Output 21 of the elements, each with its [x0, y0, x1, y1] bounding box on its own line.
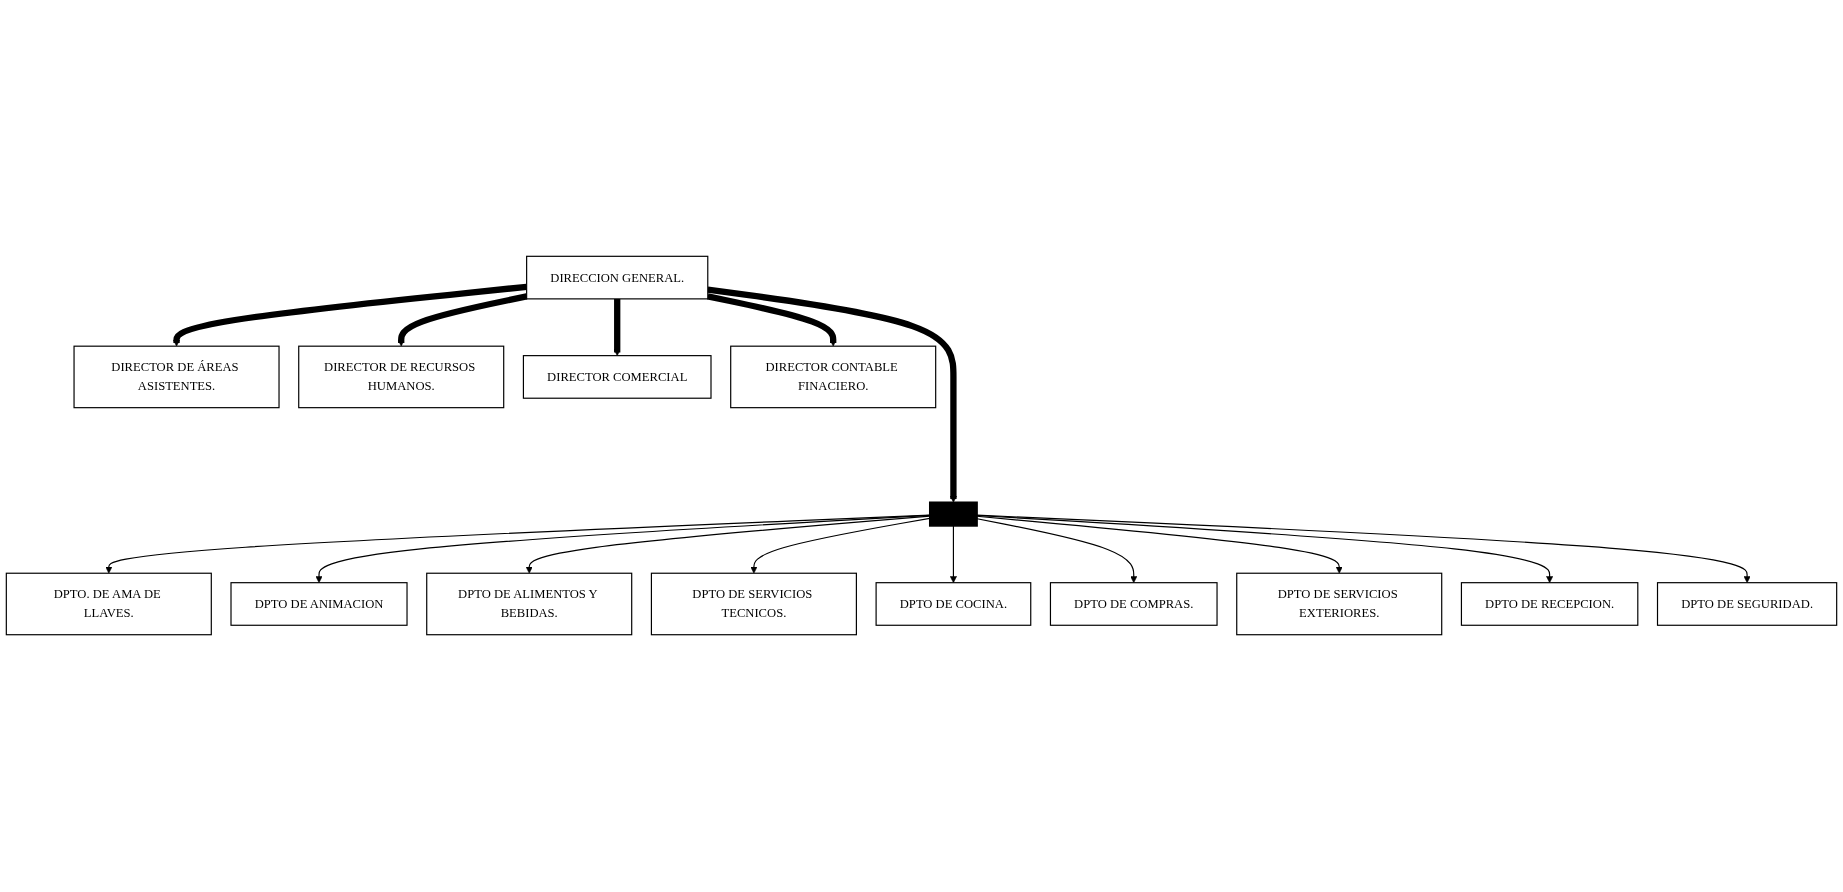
node-box: DIRECTOR DE RECURSOS HUMANOS.	[298, 346, 505, 409]
node-box: DIRECTOR CONTABLE FINACIERO.	[730, 346, 937, 409]
node-box: DPTO DE RECEPCION.	[1460, 582, 1639, 627]
node-box: DPTO DE ANIMACION	[230, 582, 408, 627]
node-box: DIRECTOR DE ÁREAS ASISTENTES.	[73, 346, 280, 409]
node-box: DPTO DE COCINA.	[875, 582, 1032, 627]
arrow	[949, 525, 957, 584]
node-box: DPTO DE SERVICIOS EXTERIORES.	[1236, 573, 1443, 636]
arrow	[707, 287, 957, 504]
node-box: DPTO DE SERVICIOS TECNICOS.	[650, 573, 857, 636]
arrow	[397, 293, 528, 347]
node-box: DPTO DE SEGURIDAD.	[1656, 582, 1838, 627]
node-box: DPTO DE ALIMENTOS Y BEBIDAS.	[426, 573, 633, 636]
arrow	[707, 293, 837, 347]
node-box: DIRECTOR COMERCIAL	[522, 355, 712, 400]
node-box: DPTO DE COMPRAS.	[1049, 582, 1218, 627]
node-box: DIRECCION GENERAL.	[526, 256, 709, 300]
node-box: DPTO. DE AMA DE LLAVES.	[5, 573, 212, 636]
arrow	[173, 284, 527, 347]
node-bar	[929, 501, 978, 528]
arrow	[613, 299, 621, 357]
